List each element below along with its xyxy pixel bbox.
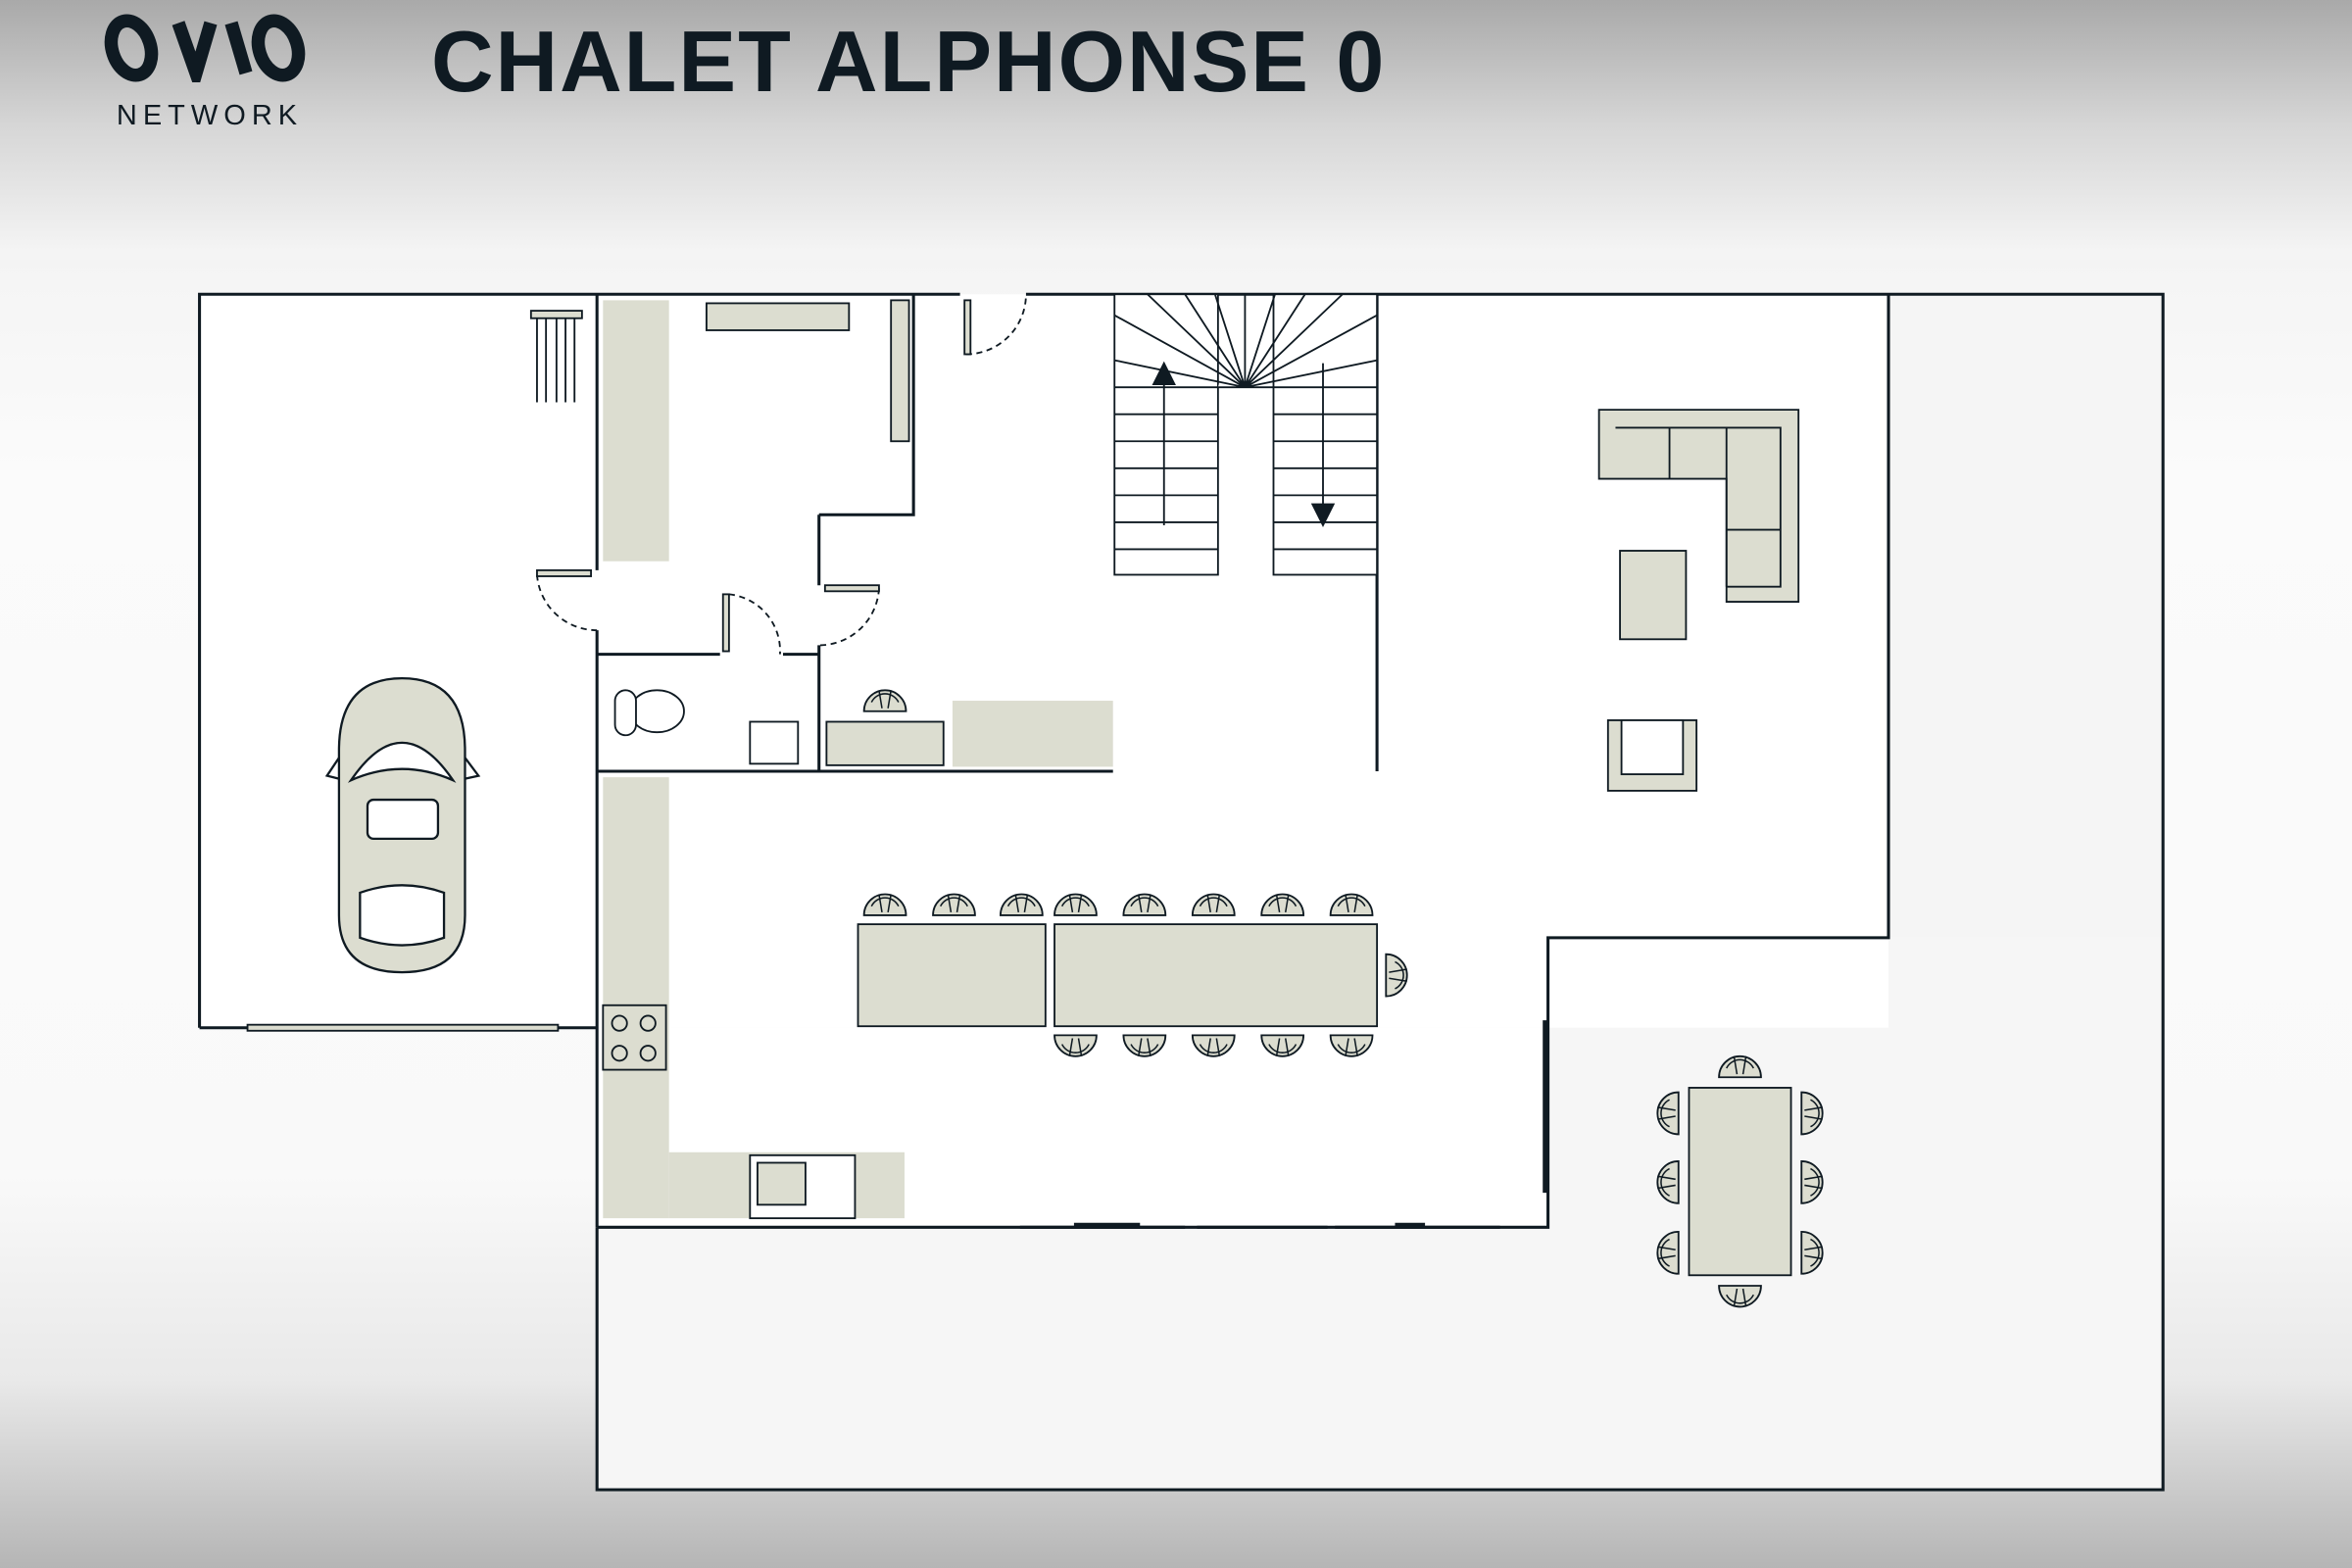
dining-table-large (1054, 923, 1379, 1028)
shoe-rack (890, 299, 910, 443)
ovo-logo-mark (104, 14, 306, 82)
network-label: NETWORK (116, 100, 304, 131)
brand-logo: NETWORK (102, 14, 318, 131)
garage-sliding-door (246, 1023, 560, 1032)
toilet (628, 689, 685, 734)
car (324, 676, 481, 974)
staircase (1113, 293, 1379, 576)
outdoor-table (1688, 1087, 1792, 1277)
sofa (1597, 409, 1800, 603)
coffee-table (1619, 550, 1688, 641)
sideboard (952, 701, 1113, 767)
cooktop (602, 1004, 667, 1071)
skis (536, 318, 576, 403)
page-title: CHALET ALPHONSE 0 (431, 13, 1387, 110)
kitchen-counter-vertical (603, 777, 669, 1219)
wardrobe (603, 300, 669, 562)
bench (706, 302, 851, 331)
garden-area (597, 1227, 2164, 1491)
terrace-area (1888, 294, 2164, 938)
ski-rack (529, 310, 583, 319)
dining-table-small (857, 923, 1047, 1028)
desk (825, 720, 945, 766)
bathroom-sink (749, 720, 800, 765)
doors (246, 294, 1547, 1229)
furniture (529, 299, 1800, 1277)
